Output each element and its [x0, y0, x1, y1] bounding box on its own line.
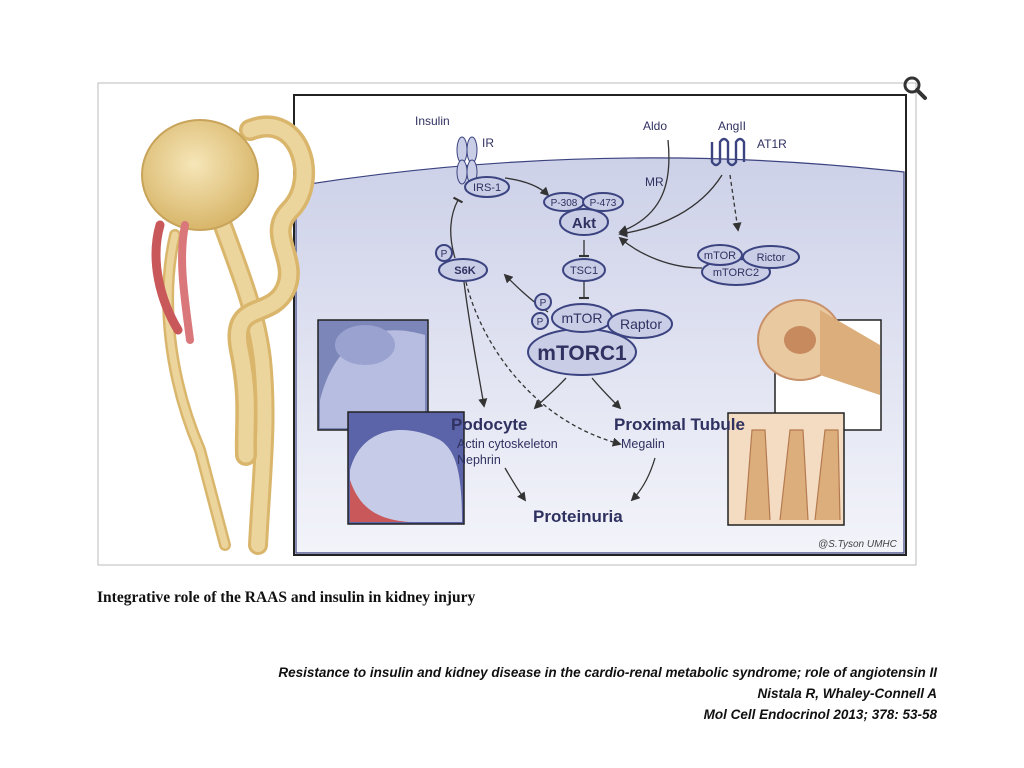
- at1r-receptor: [710, 137, 746, 167]
- label-aldo: Aldo: [643, 119, 667, 133]
- arrow-s6k-podocyte: [463, 281, 488, 408]
- citation-journal: Mol Cell Endocrinol 2013; 378: 53-58: [703, 707, 937, 722]
- label-actin: Actin cytoskeleton: [457, 437, 558, 451]
- label-mtorc1: mTORC1: [537, 342, 627, 365]
- label-mtor1-p2: P: [537, 317, 544, 328]
- arrow-angii-akt: [618, 174, 723, 238]
- tsc1-oval: [562, 258, 606, 282]
- s6k-phospho: [435, 244, 453, 262]
- label-mtor1-p1: P: [540, 298, 547, 309]
- rictor-oval: [742, 245, 800, 269]
- label-signature: @S.Tyson UMHC: [818, 539, 898, 550]
- label-proximal-tubule: Proximal Tubule: [614, 415, 745, 434]
- raptor-oval: [607, 309, 673, 339]
- arrow-s6k-megalin: [465, 281, 622, 447]
- label-mtor2: mTOR: [704, 250, 736, 262]
- akt-oval: [559, 208, 609, 236]
- citation-title: Resistance to insulin and kidney disease…: [278, 665, 937, 680]
- label-at1r: AT1R: [757, 137, 787, 151]
- label-proteinuria: Proteinuria: [533, 507, 623, 526]
- inhibit-s6k-irs1: [450, 196, 464, 259]
- magnifier-icon[interactable]: [902, 75, 928, 101]
- label-insulin: Insulin: [415, 114, 450, 128]
- mtor-phospho-1: [534, 293, 552, 311]
- arrow-mtorc1-podocyte: [533, 377, 567, 410]
- label-p473: P-473: [590, 198, 617, 209]
- label-s6k-p: P: [441, 249, 448, 260]
- label-mtorc2: mTORC2: [713, 267, 759, 279]
- s6k-oval: [438, 258, 488, 282]
- label-s6k: S6K: [454, 265, 475, 277]
- podocyte-inset: [317, 319, 465, 525]
- nephron-illustration: [141, 115, 315, 555]
- arrow-angii-mtorc2: [729, 174, 742, 232]
- label-p308: P-308: [551, 198, 578, 209]
- label-megalin: Megalin: [621, 437, 665, 451]
- label-mtor1: mTOR: [562, 310, 603, 326]
- label-angii: AngII: [718, 119, 746, 133]
- label-ir: IR: [482, 136, 494, 150]
- arrow-mtorc1-tubule: [591, 377, 622, 410]
- label-raptor: Raptor: [620, 316, 662, 332]
- mtor-phospho-2: [531, 312, 549, 330]
- citation-authors: Nistala R, Whaley-Connell A: [757, 686, 937, 701]
- label-podocyte: Podocyte: [451, 415, 528, 434]
- arrow-mtorc2-akt: [618, 236, 703, 269]
- arrow-podocyte-proteinuria: [504, 467, 527, 502]
- label-rictor: Rictor: [757, 252, 786, 264]
- arrow-tubule-proteinuria: [630, 457, 656, 502]
- tubule-inset: [727, 299, 882, 526]
- arrow-irs1-akt: [504, 177, 550, 197]
- label-nephrin: Nephrin: [457, 453, 501, 467]
- label-mr: MR: [645, 175, 664, 189]
- figure-caption: Integrative role of the RAAS and insulin…: [97, 589, 476, 606]
- label-akt: Akt: [572, 215, 596, 232]
- mtor2-oval: [697, 244, 743, 266]
- label-irs1: IRS-1: [473, 182, 501, 194]
- arrow-aldo-akt: [618, 139, 670, 234]
- p473-oval: [582, 192, 624, 212]
- irs1-oval: [464, 176, 510, 198]
- insulin-receptor: [456, 136, 478, 185]
- label-tsc1: TSC1: [570, 265, 598, 277]
